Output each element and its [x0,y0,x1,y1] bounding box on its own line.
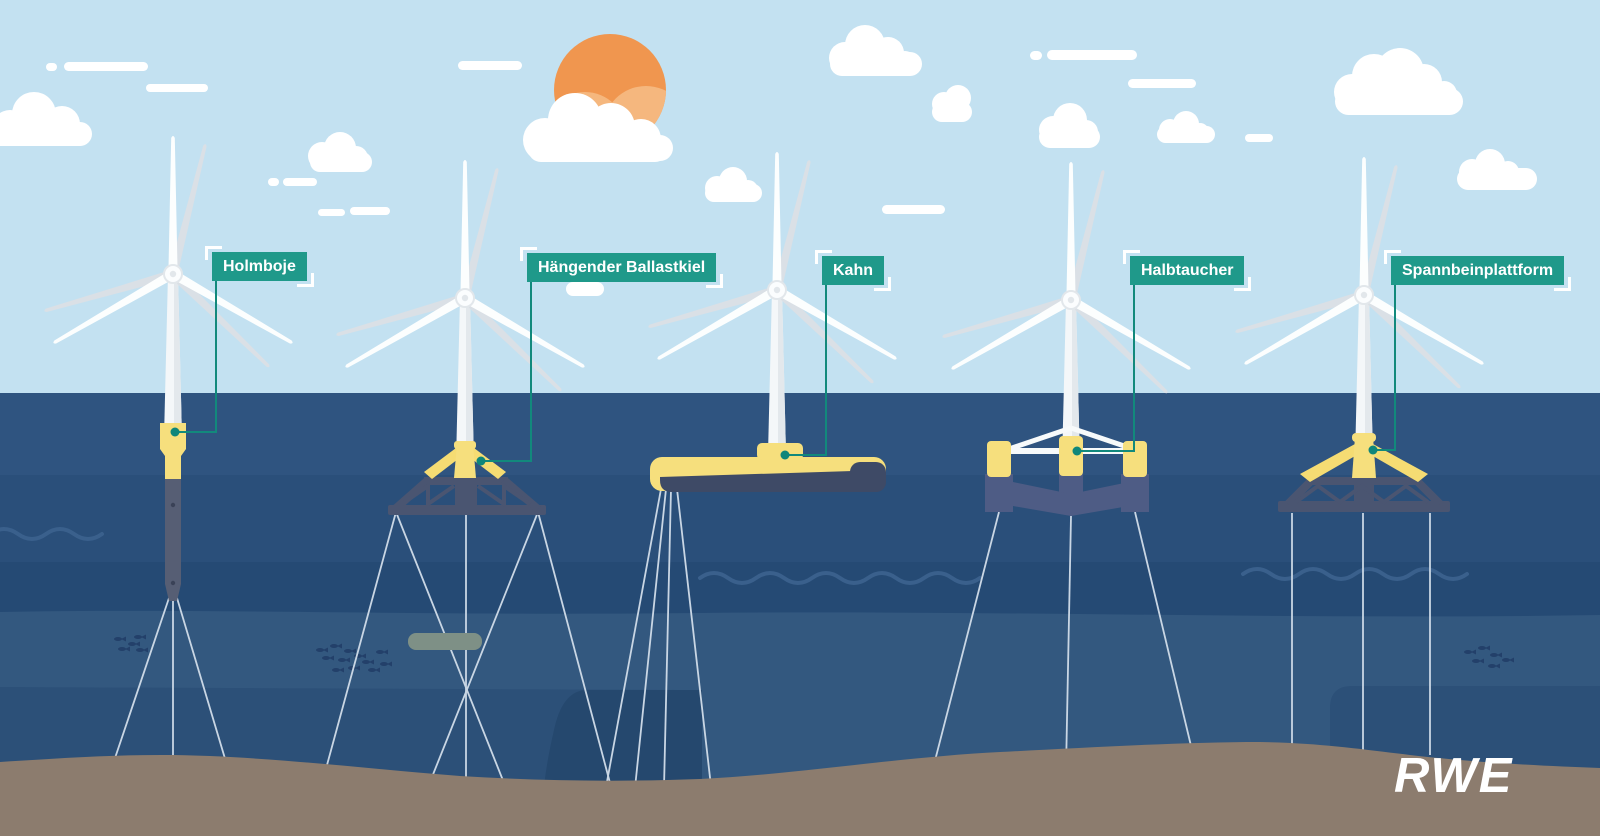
cloud-top-center [829,25,922,76]
cloud-small-right-upper [1157,111,1215,143]
mooring-lines [112,488,1431,836]
cloud-small-mid [705,167,762,202]
foundation-barge [650,443,886,492]
label-halbtaucher: Halbtaucher [1122,250,1252,291]
cloud-icons [0,25,1537,296]
cloud-far-left [0,92,92,146]
label-kahn: Kahn [815,250,891,291]
foundation-semi-submersible [985,425,1149,516]
cloud-small-center [932,85,972,122]
ballast-bar [408,633,482,650]
cloud-over-sun [523,93,673,162]
cloud-mid-right [1039,103,1100,148]
label-haengender-ballastkiel: Hängender Ballastkiel [519,247,724,288]
sea-trench-patch [544,690,702,794]
rwe-logo: RWE [1394,749,1514,803]
foundation-ballast-keel [388,441,546,650]
seabed [0,742,1600,836]
cloud-small-far-right [1457,149,1537,190]
leader-dots [170,427,1378,466]
foundation-spar-buoy [160,423,186,601]
label-holmboje: Holmboje [205,246,314,287]
wind-streak-icons [46,50,1273,216]
cloud-tiny-mid [566,282,604,296]
label-spannbeinplattform: Spannbeinplattform [1383,250,1572,291]
cloud-big-right [1334,48,1463,115]
cloud-small-left [308,132,372,172]
foundation-tension-leg [1278,433,1450,512]
label-leader-lines [178,276,1396,462]
